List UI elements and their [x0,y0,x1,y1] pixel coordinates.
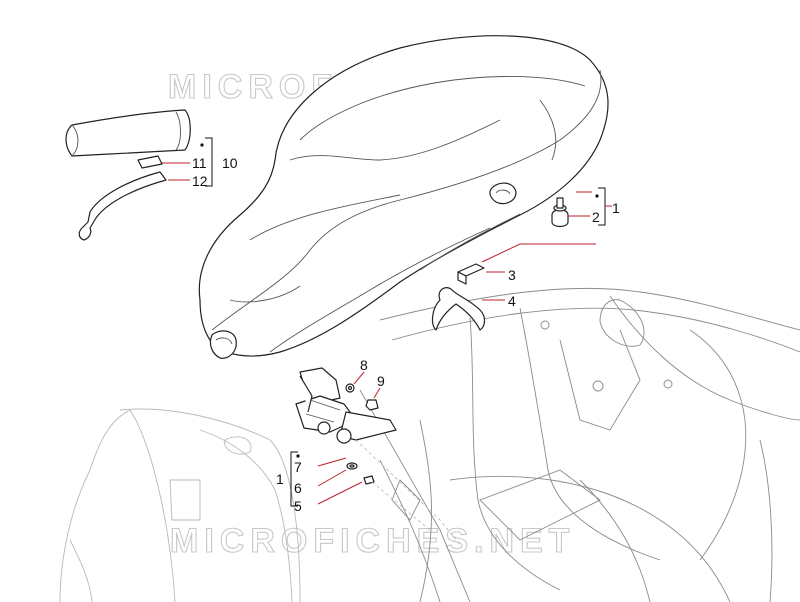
seat-hinge [295,367,397,444]
callout-1-top: 1 [612,200,620,216]
callout-8: 8 [360,357,368,373]
rubber-bumper [551,197,569,228]
cable-strap [431,287,486,331]
clip-11 [137,155,163,169]
callout-9: 9 [377,373,385,389]
callout-2: 2 [592,209,600,225]
callout-leaders [162,137,612,507]
tool-pouch [65,109,191,157]
callout-5: 5 [294,498,302,514]
callout-4: 4 [508,293,516,309]
watermark-bottom: MICROFICHES.NET [170,522,575,560]
screw-9 [365,399,379,411]
washer-6 [346,462,358,470]
alignment-lines [355,439,461,546]
seat [198,35,609,359]
callout-10: 10 [222,155,238,171]
callout-6: 6 [294,480,302,496]
bolt-5 [363,475,375,485]
side-panel [59,408,301,602]
seat-plate [457,263,485,285]
scooter-frame [359,287,800,602]
callout-labels: 1 2 3 4 10 11 12 8 9 1 7 6 5 [192,155,620,514]
wrench-12 [78,171,167,241]
callout-12: 12 [192,173,208,189]
screw-8 [345,383,355,393]
callout-1-bottom: 1 [276,471,284,487]
callout-3: 3 [508,267,516,283]
callout-7: 7 [294,459,302,475]
callout-11: 11 [192,155,207,171]
